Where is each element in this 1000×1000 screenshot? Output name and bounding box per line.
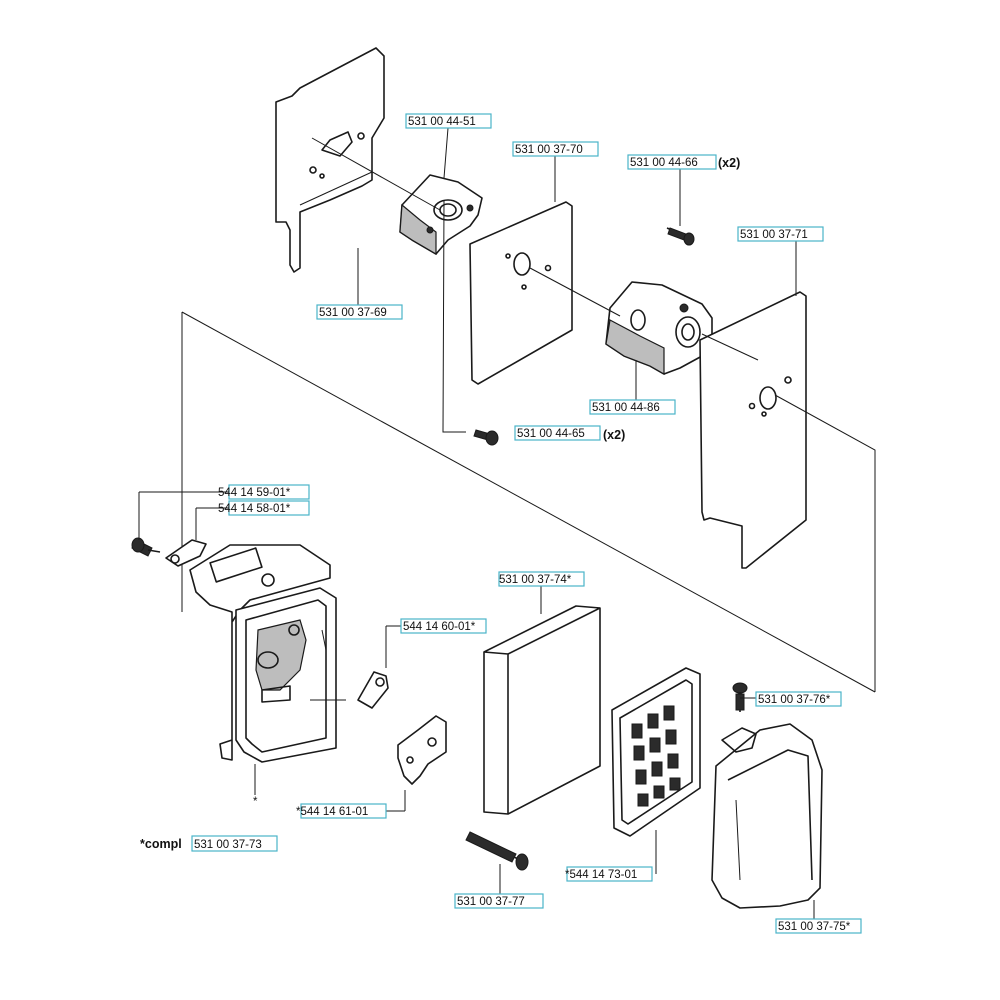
insulator-44-86 [605,281,713,376]
label-37-69: 531 00 37-69 [319,307,387,319]
qty-44-65: (x2) [603,428,625,442]
label-14-60: 544 14 60-01* [403,621,476,633]
label-37-74: 531 00 37-74* [499,574,572,586]
label-14-61: *544 14 61-01 [296,806,368,818]
label-37-71: 531 00 37-71 [740,229,808,241]
label-14-58: 544 14 58-01* [218,503,291,515]
gasket-37-70 [469,201,573,385]
part-labels: 531 00 37-69 531 00 44-51 531 00 37-70 5… [140,113,862,934]
screw-44-65 [473,429,499,446]
compl-prefix: *compl [140,837,182,851]
bracket-14-61 [397,715,447,785]
label-14-73: *544 14 73-01 [565,869,637,881]
filter-element-37-74 [483,605,601,815]
screw-14-59 [131,537,161,557]
screw-37-76 [732,682,748,712]
qty-44-66: (x2) [718,156,740,170]
label-37-75: 531 00 37-75* [778,921,851,933]
bolt-37-77 [465,831,529,871]
cover-37-75 [711,723,823,909]
label-37-73: 531 00 37-73 [194,839,262,851]
filter-holder-14-73 [611,667,701,837]
label-37-70: 531 00 37-70 [515,144,583,156]
label-14-59: 544 14 59-01* [218,487,291,499]
label-44-66: 531 00 44-66 [630,157,698,169]
flange-44-51 [399,174,483,256]
clip-14-60 [357,671,389,709]
label-44-86: 531 00 44-86 [592,402,660,414]
label-37-76: 531 00 37-76* [758,694,831,706]
label-44-51: 531 00 44-51 [408,116,476,128]
asterisk-mark: * [253,796,258,808]
leader-lines [138,127,815,921]
filter-housing [189,544,346,763]
clip-14-58 [165,539,207,567]
screw-44-66 [666,227,695,246]
label-37-77: 531 00 37-77 [457,896,525,908]
gasket-37-71 [699,291,807,569]
axis-lines [311,137,876,692]
gasket-37-69 [275,47,385,273]
label-44-65: 531 00 44-65 [517,428,585,440]
